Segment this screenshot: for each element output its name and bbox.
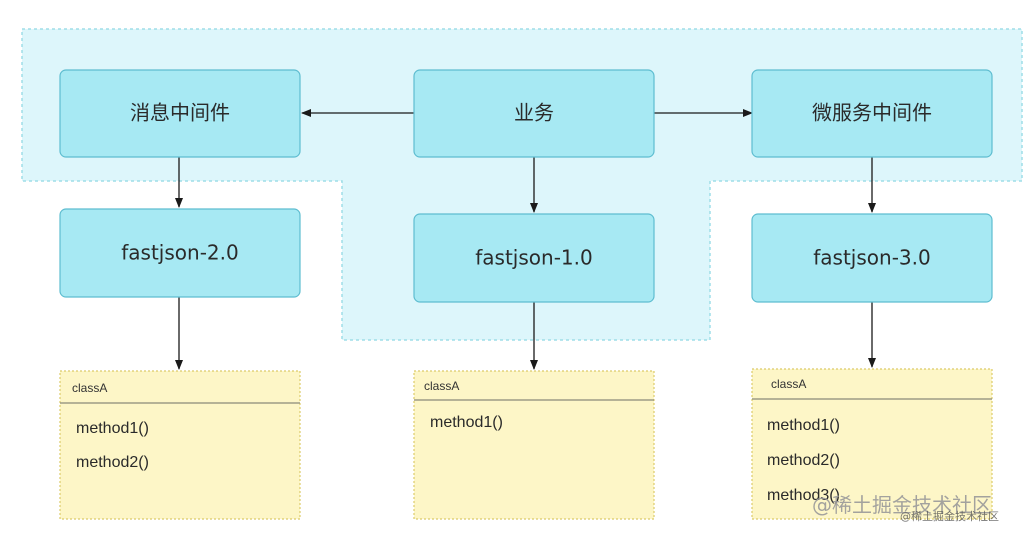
class-box-right: classA method1() method2() method3() — [751, 368, 993, 520]
node-fastjson-2: fastjson-2.0 — [59, 208, 301, 298]
method-item: method1() — [430, 414, 503, 431]
method-item: method1() — [767, 417, 840, 434]
node-label: 业务 — [514, 101, 554, 125]
method-item: method1() — [76, 420, 149, 437]
class-box-left: classA method1() method2() — [59, 370, 301, 520]
node-microservice-middleware: 微服务中间件 — [751, 69, 993, 158]
node-label: fastjson-1.0 — [475, 246, 592, 270]
node-fastjson-3: fastjson-3.0 — [751, 213, 993, 303]
node-business: 业务 — [413, 69, 655, 158]
class-name: classA — [72, 381, 107, 395]
method-item: method3() — [767, 487, 840, 504]
class-box-middle: classA method1() — [413, 370, 655, 520]
node-label: 消息中间件 — [130, 101, 230, 125]
method-item: method2() — [76, 454, 149, 471]
watermark-text: @稀土掘金技术社区 — [812, 493, 992, 517]
node-label: 微服务中间件 — [812, 101, 932, 125]
node-label: fastjson-3.0 — [813, 246, 930, 270]
watermark-small-text: @稀土掘金技术社区 — [900, 509, 999, 523]
class-name: classA — [771, 377, 806, 391]
node-label: fastjson-2.0 — [121, 241, 238, 265]
method-item: method2() — [767, 452, 840, 469]
class-name: classA — [424, 379, 459, 393]
node-mq-middleware: 消息中间件 — [59, 69, 301, 158]
node-fastjson-1: fastjson-1.0 — [413, 213, 655, 303]
